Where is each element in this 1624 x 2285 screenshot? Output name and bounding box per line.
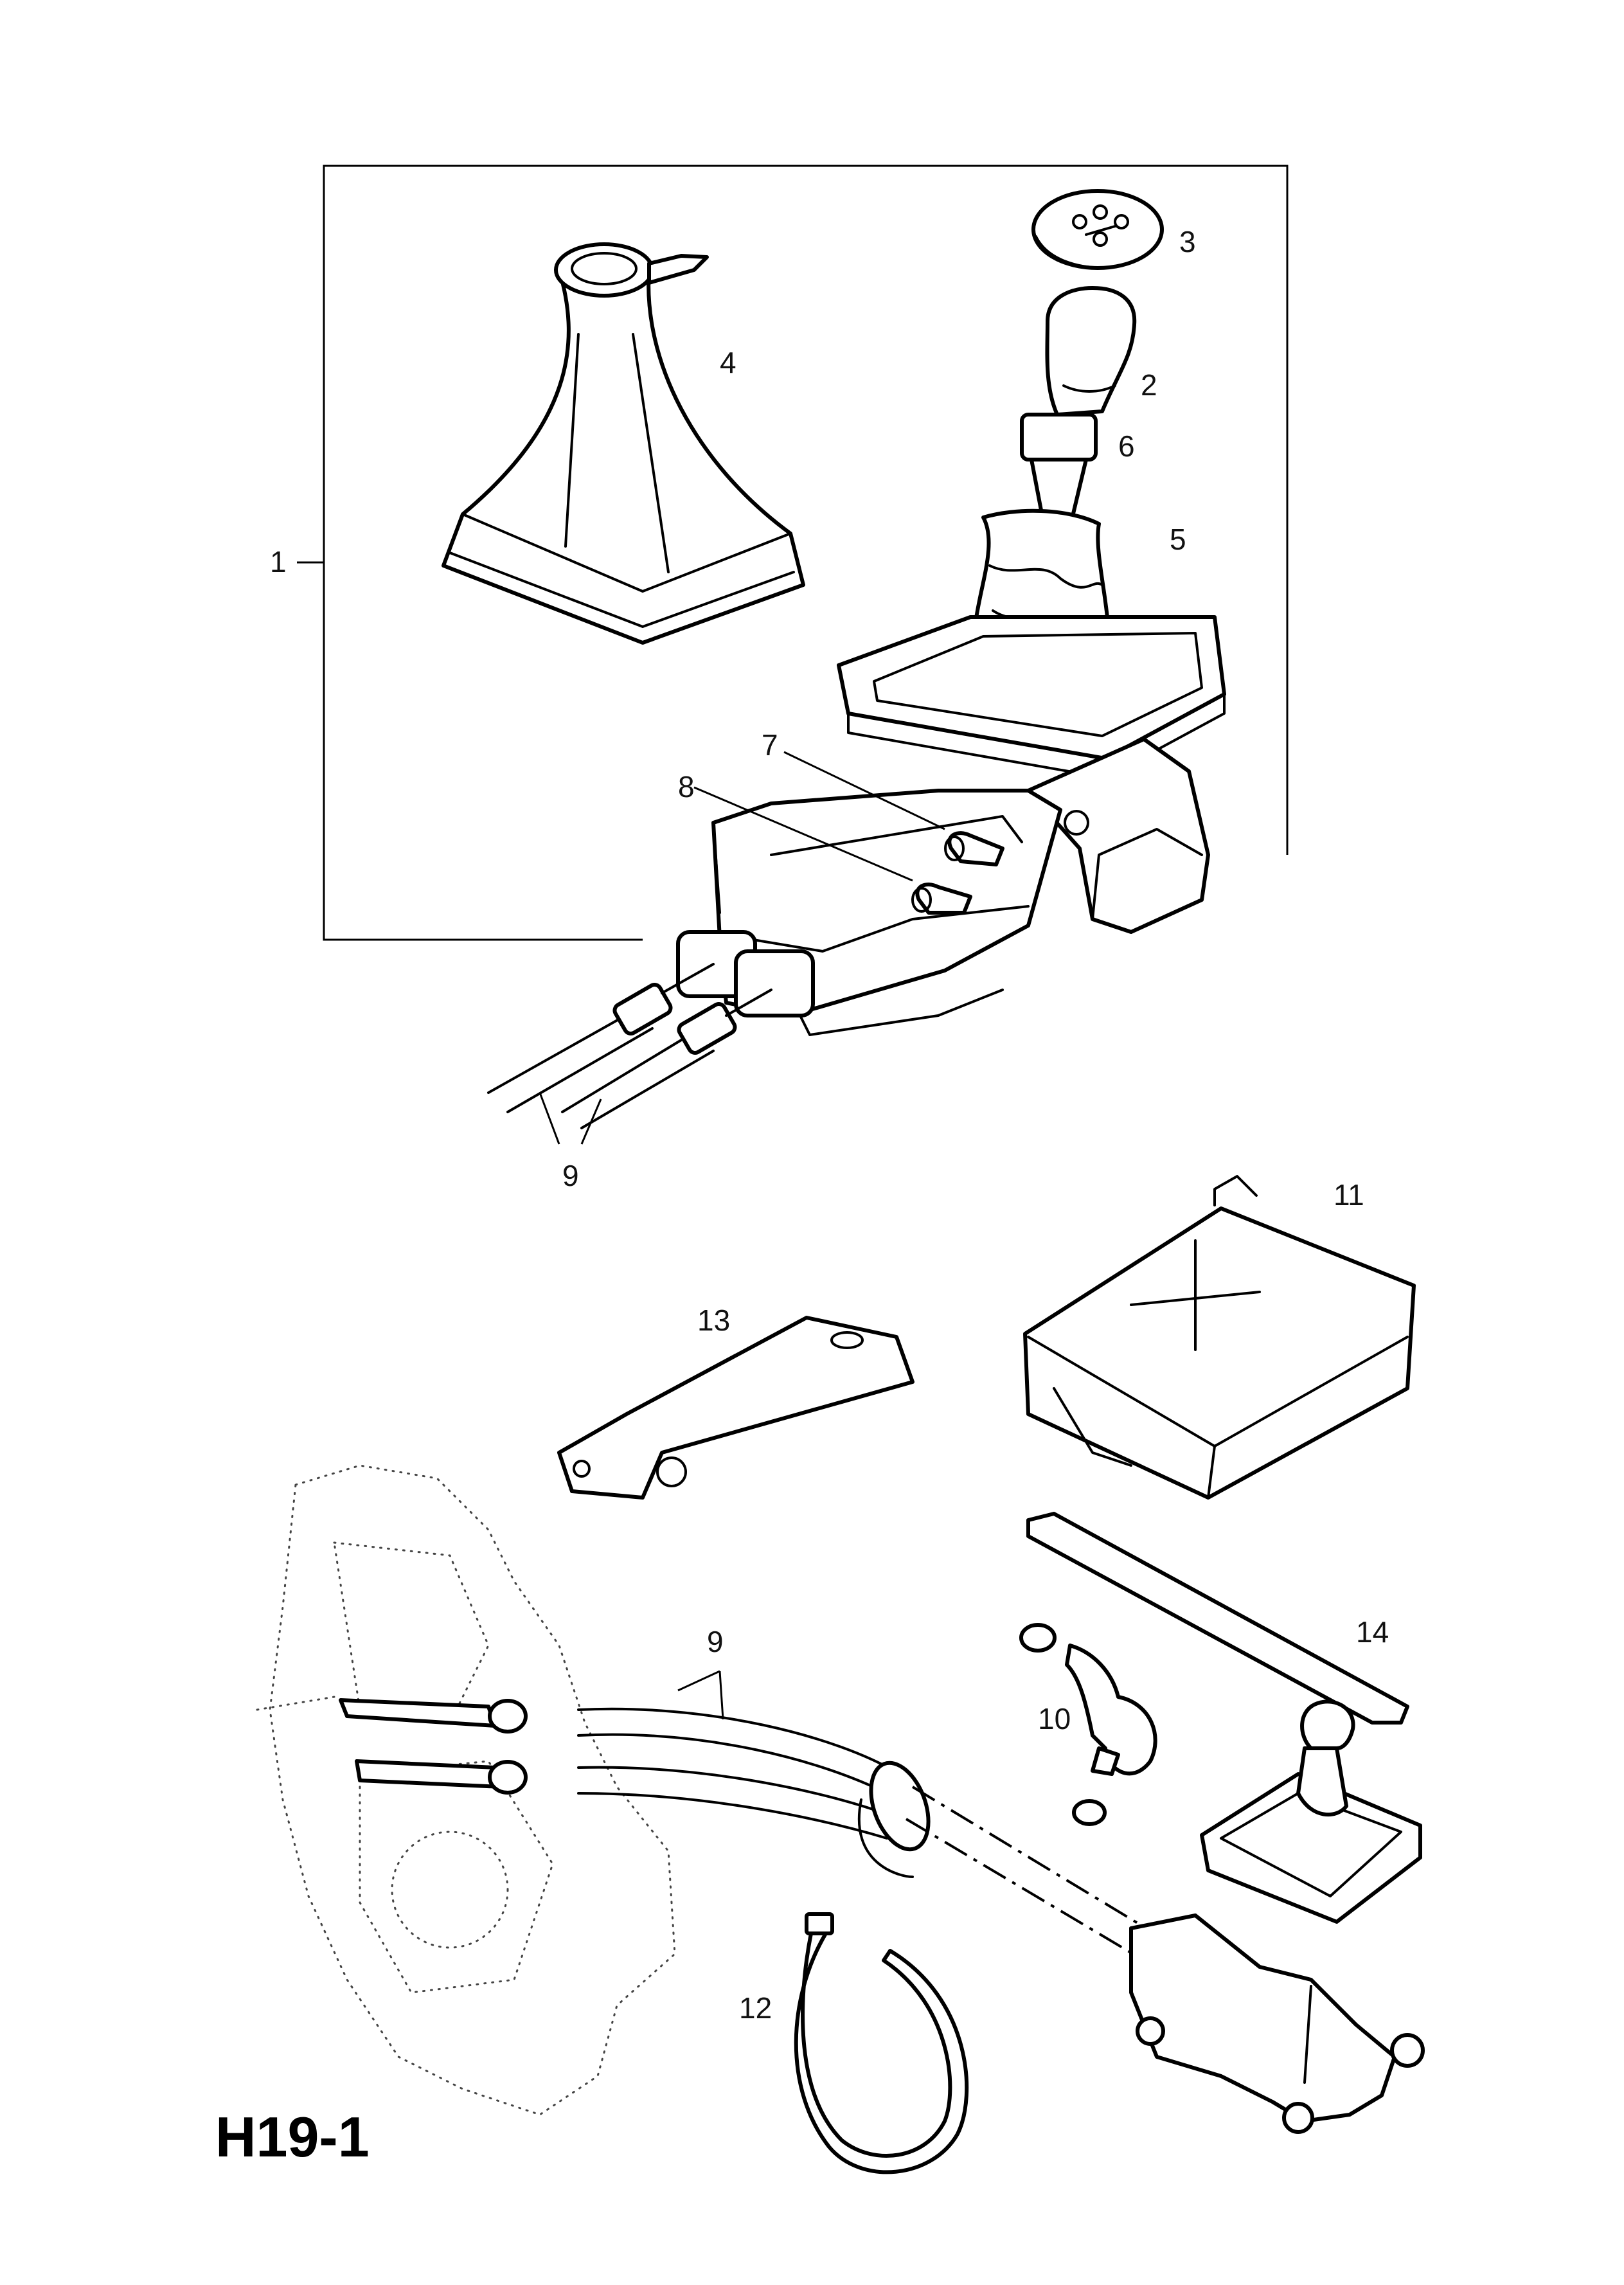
cable-tie [794, 1912, 969, 2174]
transmission-outline [256, 1464, 676, 2116]
cable-clip [1019, 1623, 1157, 1826]
callout-1: 1 [270, 545, 287, 578]
callout-14: 14 [1356, 1615, 1389, 1649]
callout-9-top: 9 [562, 1159, 579, 1192]
diagram-code: H19-1 [215, 2105, 370, 2169]
shift-pattern-cap [1031, 189, 1164, 270]
selector-cables-top [487, 963, 772, 1129]
callout-4: 4 [720, 346, 736, 379]
insulation-strip [1026, 1512, 1409, 1725]
callout-7: 7 [762, 728, 778, 762]
mounting-bracket [557, 1316, 915, 1500]
lever-housing [676, 737, 1210, 1036]
callout-2: 2 [1141, 368, 1157, 402]
callout-5: 5 [1170, 523, 1186, 556]
callout-11: 11 [1334, 1178, 1364, 1212]
callout-9-bottom: 9 [707, 1625, 724, 1658]
callout-6: 6 [1118, 429, 1135, 463]
gear-knob [1020, 286, 1137, 529]
assembly-frame [297, 165, 1289, 941]
lever-assembly-lower [1129, 1699, 1425, 2134]
callout-3: 3 [1179, 225, 1196, 258]
callout-leaders [539, 751, 945, 1720]
callouts: 1 2 3 4 5 6 7 8 9 9 10 11 12 13 14 [270, 225, 1389, 2025]
callout-12: 12 [739, 1991, 772, 2025]
gear-lever-boot [837, 508, 1226, 779]
callout-13: 13 [697, 1304, 730, 1337]
callout-8: 8 [678, 770, 695, 803]
selector-cables-bottom [339, 1698, 1158, 1962]
gaiter-boot [442, 242, 805, 645]
heat-shield [1023, 1175, 1416, 1500]
callout-10: 10 [1038, 1702, 1071, 1735]
